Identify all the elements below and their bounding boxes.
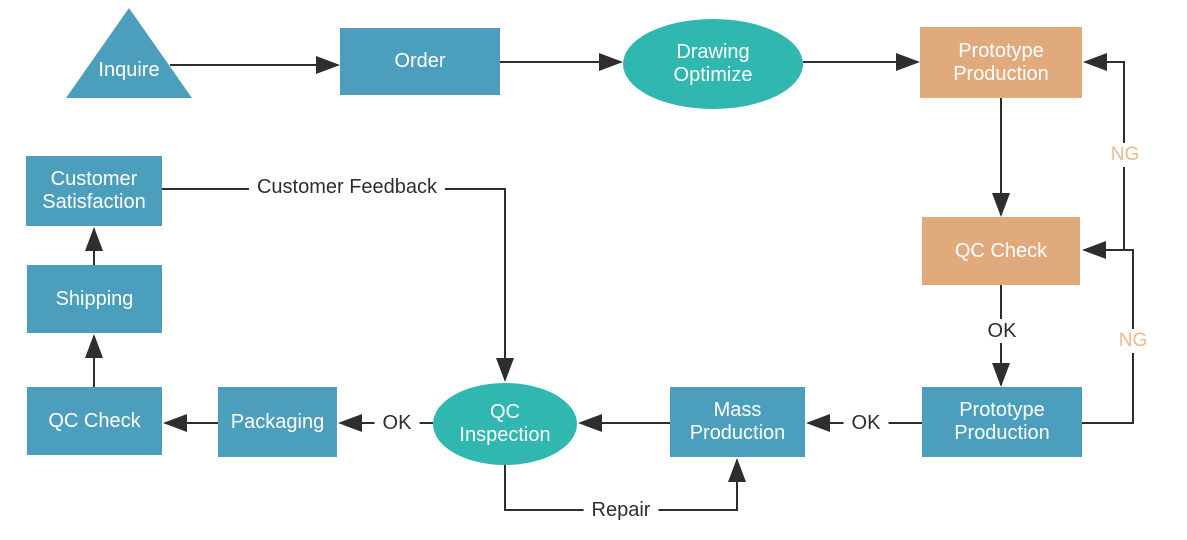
edge-label-ok-bottom-left: OK [374,411,420,435]
qc-check-left-label: QC Check [48,409,141,432]
mass-production-box: Mass Production [670,387,805,457]
prototype-production-top-box: Prototype Production [920,27,1082,98]
edge-label-ng-lower: NG [1113,329,1153,353]
packaging-box: Packaging [218,387,337,457]
qc-inspection-ellipse: QC Inspection [433,383,577,465]
drawing-optimize-ellipse: Drawing Optimize [623,19,803,109]
qc-inspection-label: QC Inspection [459,401,551,446]
qc-check-right-label: QC Check [954,239,1048,262]
order-box: Order [340,28,500,95]
customer-satisfaction-box: Customer Satisfaction [26,156,162,226]
order-label: Order [394,50,446,72]
edge-label-ok-right-column: OK [979,319,1025,343]
packaging-label: Packaging [230,410,325,433]
shipping-box: Shipping [27,265,162,333]
edge-label-customer-feedback: Customer Feedback [248,175,446,199]
mass-production-label: Mass Production [689,399,786,444]
prototype-production-bottom-box: Prototype Production [922,387,1082,457]
customer-satisfaction-label: Customer Satisfaction [42,168,146,213]
edge-label-repair: Repair [583,498,659,522]
edge-label-ok-bottom-right: OK [843,411,889,435]
edge-customer-feedback [162,188,514,382]
shipping-label: Shipping [55,287,134,310]
inquire-label: Inquire [98,59,160,81]
qc-check-right-box: QC Check [922,217,1080,285]
prototype-production-top-label: Prototype Production [953,39,1049,85]
edge-label-ng-upper: NG [1105,143,1145,167]
qc-check-left-box: QC Check [27,387,162,455]
drawing-optimize-label: Drawing Optimize [673,41,753,86]
edge-qc-check-right-ng-prototype-top [1083,53,1125,250]
prototype-production-bottom-label: Prototype Production [954,399,1050,444]
